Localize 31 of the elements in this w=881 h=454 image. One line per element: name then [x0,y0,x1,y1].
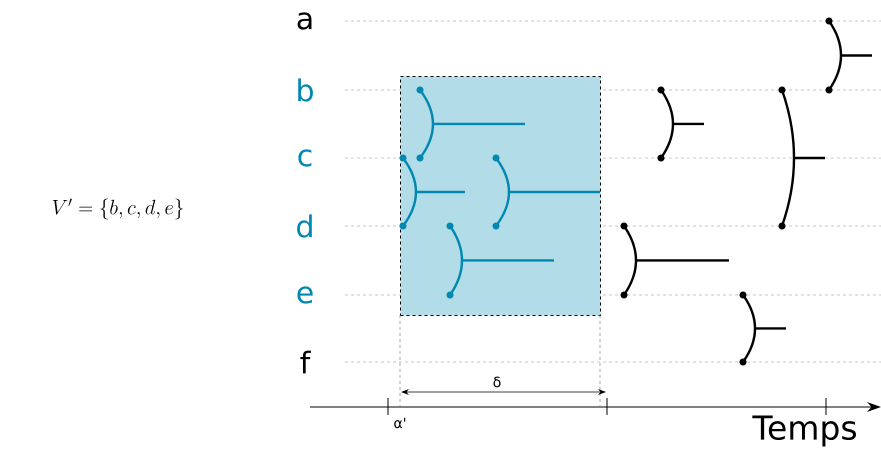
endpoint-dot [658,154,664,162]
vertex-label: f [300,350,311,374]
set-formula: $V' = \{b, c, d, e\}$ [52,198,183,220]
endpoint-dot [446,292,454,298]
endpoint-dot [492,222,500,230]
vertex-label: b [298,78,313,102]
axis-label: Temps [752,416,856,446]
link-arc [742,294,788,364]
tick-label: α' [394,418,406,428]
endpoint-dot [620,222,628,230]
endpoint-dot [740,292,746,298]
endpoint-dot [740,358,746,366]
endpoint-dot [416,154,424,162]
endpoint-dot [826,86,832,94]
endpoint-dot [778,222,786,230]
vertex-label: e [297,286,313,304]
endpoint-dot [400,154,406,162]
link-arc [780,88,826,228]
endpoint-dot [492,154,500,162]
endpoint-dot [778,86,786,94]
vertex-label: d [297,214,312,238]
endpoint-dot [446,222,454,230]
vertex-label: c [298,149,312,167]
dimension-label: δ [494,376,501,388]
vertex-label: a [298,12,312,30]
endpoint-dot [620,292,628,298]
time-window-box [400,76,601,316]
endpoint-dot [658,86,664,94]
endpoint-dot [416,86,424,94]
endpoint-dot [826,18,832,24]
endpoint-dot [400,222,406,230]
